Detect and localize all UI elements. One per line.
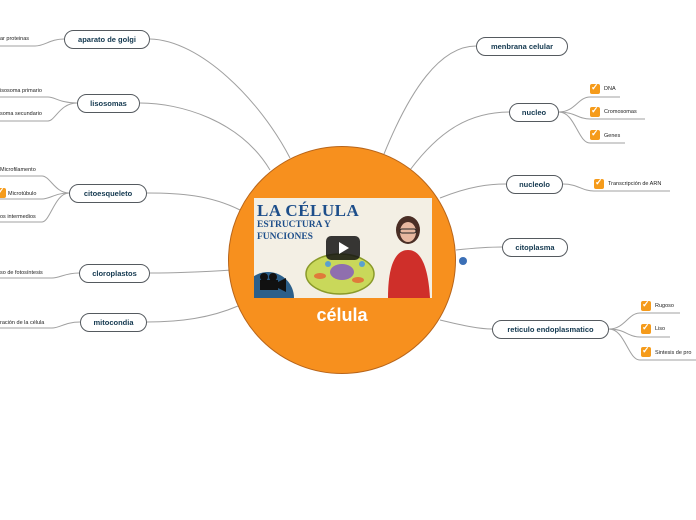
check-icon[interactable] <box>590 82 600 94</box>
check-icon[interactable] <box>641 322 651 334</box>
leaf-citoesqueleto-3[interactable]: os intermedios <box>0 214 36 220</box>
leaf-nucleo-3[interactable]: Genes <box>604 133 621 139</box>
link-icon[interactable] <box>459 257 467 265</box>
leaf-nucleolo-1[interactable]: Transcripción de ARN <box>608 181 662 187</box>
leaf-lisosomas-2[interactable]: soma secundario <box>0 111 42 117</box>
leaf-golgi-1[interactable]: ar proteinas <box>0 36 30 42</box>
check-icon[interactable] <box>590 128 600 140</box>
central-title: célula <box>316 305 368 325</box>
node-nucleolo[interactable]: nucleolo <box>506 175 563 194</box>
node-cloroplastos[interactable]: cloroplastos <box>79 264 150 283</box>
video-thumbnail[interactable]: LA CÉLULA ESTRUCTURA Y FUNCIONES <box>254 198 432 298</box>
check-icon[interactable] <box>590 105 600 117</box>
leaf-cloroplastos-1[interactable]: so de fotosíntesis <box>0 270 43 276</box>
leaf-nucleo-1[interactable]: DNA <box>604 86 616 92</box>
leaf-nucleo-2[interactable]: Cromosomas <box>604 109 637 115</box>
video-title-line3: FUNCIONES <box>257 232 313 242</box>
leaf-citoesqueleto-2[interactable]: Microtúbulo <box>8 191 37 197</box>
leaf-mitocondia-1[interactable]: ración de la célula <box>0 320 45 326</box>
leaf-lisosomas-1[interactable]: isosoma primario <box>0 88 42 94</box>
node-citoesqueleto[interactable]: citoesqueleto <box>69 184 147 203</box>
leaf-reticulo-2[interactable]: Liso <box>655 326 666 332</box>
leaf-reticulo-3[interactable]: Sintesis de pro <box>655 350 692 356</box>
check-icon[interactable] <box>641 345 651 357</box>
play-icon[interactable] <box>326 236 360 260</box>
video-title-line1: LA CÉLULA <box>257 201 360 220</box>
node-membrana-celular[interactable]: menbrana celular <box>476 37 568 56</box>
video-title-line2: ESTRUCTURA Y <box>257 220 331 230</box>
check-icon[interactable] <box>641 299 651 311</box>
video-camera-icon <box>254 272 294 298</box>
leaf-citoesqueleto-1[interactable]: Microfilamento <box>0 167 36 173</box>
node-reticulo-endoplasmatico[interactable]: reticulo endoplasmatico <box>492 320 609 339</box>
leaf-reticulo-1[interactable]: Rugoso <box>655 303 674 309</box>
check-icon[interactable] <box>594 177 604 189</box>
node-aparato-de-golgi[interactable]: aparato de golgi <box>64 30 150 49</box>
check-icon[interactable] <box>0 186 6 198</box>
node-mitocondia[interactable]: mitocondia <box>80 313 147 332</box>
node-lisosomas[interactable]: lisosomas <box>77 94 140 113</box>
node-nucleo[interactable]: nucleo <box>509 103 559 122</box>
presenter-image <box>388 216 430 298</box>
node-citoplasma[interactable]: citoplasma <box>502 238 568 257</box>
